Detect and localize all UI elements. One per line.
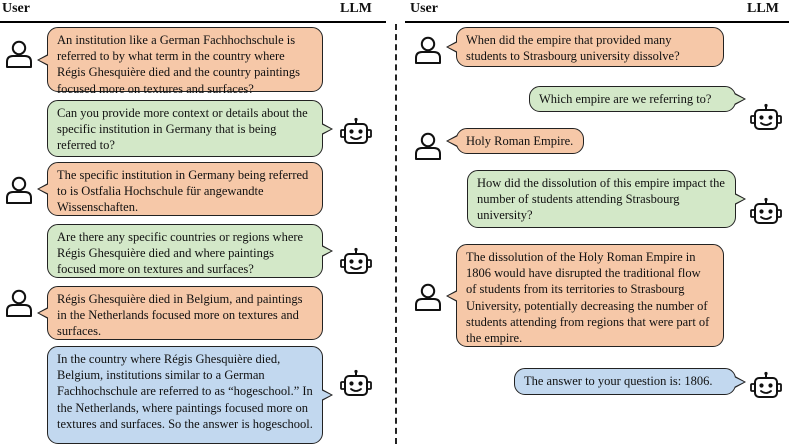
left-llm-header: LLM bbox=[340, 1, 372, 16]
person-icon bbox=[6, 289, 32, 317]
llm-answer-bubble: In the country where Régis Ghesquière di… bbox=[47, 346, 333, 444]
person-icon bbox=[6, 40, 32, 68]
panel-divider bbox=[395, 24, 397, 444]
left-header-rule bbox=[0, 21, 386, 23]
user-message-bubble: Holy Roman Empire. bbox=[446, 128, 584, 154]
message-text: An institution like a German Fachhochsch… bbox=[57, 33, 300, 96]
message-text: The specific institution in Germany bein… bbox=[57, 168, 309, 215]
person-icon bbox=[415, 283, 441, 311]
user-message-bubble: Régis Ghesquière died in Belgium, and pa… bbox=[37, 286, 323, 340]
llm-answer-bubble: The answer to your question is: 1806. bbox=[514, 368, 746, 395]
right-llm-header: LLM bbox=[747, 1, 779, 16]
message-text: The dissolution of the Holy Roman Empire… bbox=[466, 250, 710, 346]
person-icon bbox=[415, 132, 441, 160]
message-text: How did the dissolution of this empire i… bbox=[477, 176, 725, 223]
person-icon bbox=[415, 36, 441, 64]
robot-icon bbox=[340, 117, 372, 144]
robot-icon bbox=[340, 247, 372, 274]
message-text: Are there any specific countries or regi… bbox=[57, 230, 304, 277]
message-text: Can you provide more context or details … bbox=[57, 106, 308, 153]
robot-icon bbox=[750, 371, 782, 398]
message-text: Régis Ghesquière died in Belgium, and pa… bbox=[57, 292, 303, 339]
llm-message-bubble: Which empire are we referring to? bbox=[529, 86, 746, 112]
message-text: When did the empire that provided many s… bbox=[466, 33, 680, 64]
llm-message-bubble: Can you provide more context or details … bbox=[47, 100, 333, 157]
user-message-bubble: An institution like a German Fachhochsch… bbox=[37, 27, 323, 96]
person-icon bbox=[6, 176, 32, 204]
llm-message-bubble: How did the dissolution of this empire i… bbox=[467, 170, 746, 228]
robot-icon bbox=[750, 103, 782, 130]
user-message-bubble: The specific institution in Germany bein… bbox=[37, 162, 323, 216]
robot-icon bbox=[750, 197, 782, 224]
left-user-header: User bbox=[2, 1, 30, 16]
user-message-bubble: The dissolution of the Holy Roman Empire… bbox=[446, 244, 724, 347]
right-header-rule bbox=[405, 21, 789, 23]
robot-icon bbox=[340, 369, 372, 396]
right-user-header: User bbox=[410, 1, 438, 16]
user-message-bubble: When did the empire that provided many s… bbox=[446, 27, 724, 67]
message-text: The answer to your question is: 1806. bbox=[524, 374, 713, 388]
message-text: Which empire are we referring to? bbox=[539, 92, 712, 106]
message-text: In the country where Régis Ghesquière di… bbox=[57, 352, 313, 431]
llm-message-bubble: Are there any specific countries or regi… bbox=[47, 224, 333, 278]
message-text: Holy Roman Empire. bbox=[466, 134, 574, 148]
